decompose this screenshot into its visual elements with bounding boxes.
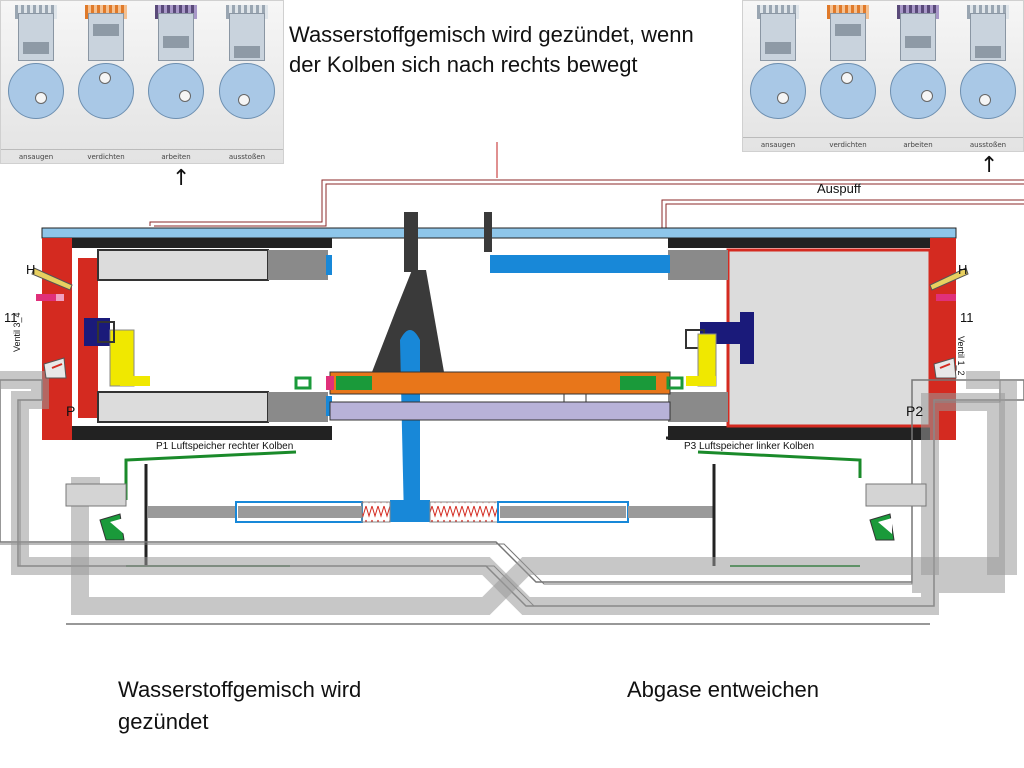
- number-label-right: 11: [960, 310, 974, 325]
- valve-left-top: [43, 357, 67, 379]
- frame-divider: [71, 149, 141, 150]
- stroke-frame: verdichten: [813, 1, 884, 151]
- valve-right-bottom: [869, 513, 895, 541]
- crankcase: [8, 63, 64, 119]
- valve-label-right: Ventil 1_2: [956, 336, 966, 376]
- crankcase: [890, 63, 946, 119]
- stroke-label: arbeiten: [903, 141, 933, 149]
- cylinder: [900, 13, 936, 61]
- stroke-label: ausstoßen: [969, 141, 1007, 149]
- crank-pin: [841, 72, 853, 84]
- crank-pin: [35, 92, 47, 104]
- reference-strip-left: ansaugen verdichten arbeiten ausstoßen: [0, 0, 284, 164]
- piston-mini: [93, 24, 119, 36]
- stroke-label: verdichten: [87, 153, 125, 161]
- piston-rod: [329, 371, 671, 395]
- stroke-frame: ausstoßen: [211, 1, 283, 163]
- piston-mini: [234, 46, 260, 58]
- frame-divider: [1, 149, 71, 150]
- stroke-frame: arbeiten: [141, 1, 212, 163]
- piston-mini: [835, 24, 861, 36]
- piston-mini: [905, 36, 931, 48]
- guide-rail: [329, 401, 671, 421]
- stroke-label: ansaugen: [18, 153, 54, 161]
- exhaust-pipe: [149, 142, 1024, 228]
- piston-mini: [23, 42, 49, 54]
- engine-schematic: [0, 142, 1024, 625]
- up-arrow-icon: ↑: [172, 166, 191, 191]
- stroke-frame: ansaugen: [1, 1, 72, 163]
- valve-label-left: Ventil 3_4: [12, 312, 22, 352]
- exhaust-label: Auspuff: [817, 181, 861, 196]
- piston-mini: [163, 36, 189, 48]
- caption-bottom-right: Abgase entweichen: [627, 677, 820, 702]
- crankcase: [960, 63, 1016, 119]
- cylinder: [970, 13, 1006, 61]
- crankcase: [148, 63, 204, 119]
- right-cylinder: [490, 238, 969, 440]
- cylinder: [158, 13, 194, 61]
- cylinder: [830, 13, 866, 61]
- blue-rod-base: [390, 500, 430, 522]
- right-seal: [620, 376, 656, 390]
- crankcase: [820, 63, 876, 119]
- stroke-label: arbeiten: [161, 153, 191, 161]
- stroke-label: ansaugen: [760, 141, 796, 149]
- caption-top: Wasserstoffgemisch wird gezündet, wenn d…: [289, 22, 694, 77]
- cylinder: [88, 13, 124, 61]
- crank-pin: [238, 94, 250, 106]
- left-seal: [336, 376, 372, 390]
- crankcase: [78, 63, 134, 119]
- right-rod-cap: [666, 376, 684, 390]
- crank-pin: [777, 92, 789, 104]
- duct-end-left: [65, 483, 127, 507]
- center-support: [372, 212, 492, 372]
- frame-divider: [813, 137, 883, 138]
- number-label-left: 11: [4, 310, 18, 325]
- caption-bottom-left: Wasserstoffgemisch wird gezündet: [118, 677, 362, 734]
- blue-connecting-rod: [400, 330, 420, 520]
- frame-divider: [883, 137, 953, 138]
- h-label-right: H: [958, 262, 968, 277]
- cylinder: [229, 13, 265, 61]
- stroke-label: verdichten: [829, 141, 867, 149]
- frame-divider: [211, 149, 283, 150]
- crank-pin: [921, 90, 933, 102]
- cylinder: [760, 13, 796, 61]
- reference-strip-right: ansaugen verdichten arbeiten ausstoßen: [742, 0, 1024, 152]
- crankcase: [750, 63, 806, 119]
- left-rod-pink: [326, 376, 334, 390]
- crank-pin: [99, 72, 111, 84]
- crank-pin: [979, 94, 991, 106]
- h-label-left: H: [26, 262, 36, 277]
- crankcase: [219, 63, 275, 119]
- lower-shaft: [148, 501, 714, 523]
- stroke-label: ausstoßen: [228, 153, 266, 161]
- guide-notch: [563, 393, 587, 403]
- top-rail: [41, 227, 957, 239]
- up-arrow-icon: ↑: [980, 153, 999, 178]
- tank-label-left: P1 Luftspeicher rechter Kolben: [156, 441, 294, 452]
- cylinder: [18, 13, 54, 61]
- pressure-label-left: P: [66, 403, 76, 419]
- stroke-frame: arbeiten: [883, 1, 954, 151]
- frame-divider: [953, 137, 1023, 138]
- piston-mini: [765, 42, 791, 54]
- duct-end-right: [865, 483, 927, 507]
- crank-pin: [179, 90, 191, 102]
- pressure-label-right: P2: [906, 403, 924, 419]
- stroke-frame: verdichten: [71, 1, 142, 163]
- frame-divider: [743, 137, 813, 138]
- frame-divider: [141, 149, 211, 150]
- left-cylinder: [31, 238, 332, 440]
- stroke-frame: ausstoßen: [953, 1, 1023, 151]
- left-rod-cap: [294, 376, 312, 390]
- piston-mini: [975, 46, 1001, 58]
- tank-label-right: P3 Luftspeicher linker Kolben: [684, 441, 815, 452]
- stroke-frame: ansaugen: [743, 1, 814, 151]
- valve-left-bottom: [99, 513, 125, 541]
- valve-right-top: [933, 357, 957, 379]
